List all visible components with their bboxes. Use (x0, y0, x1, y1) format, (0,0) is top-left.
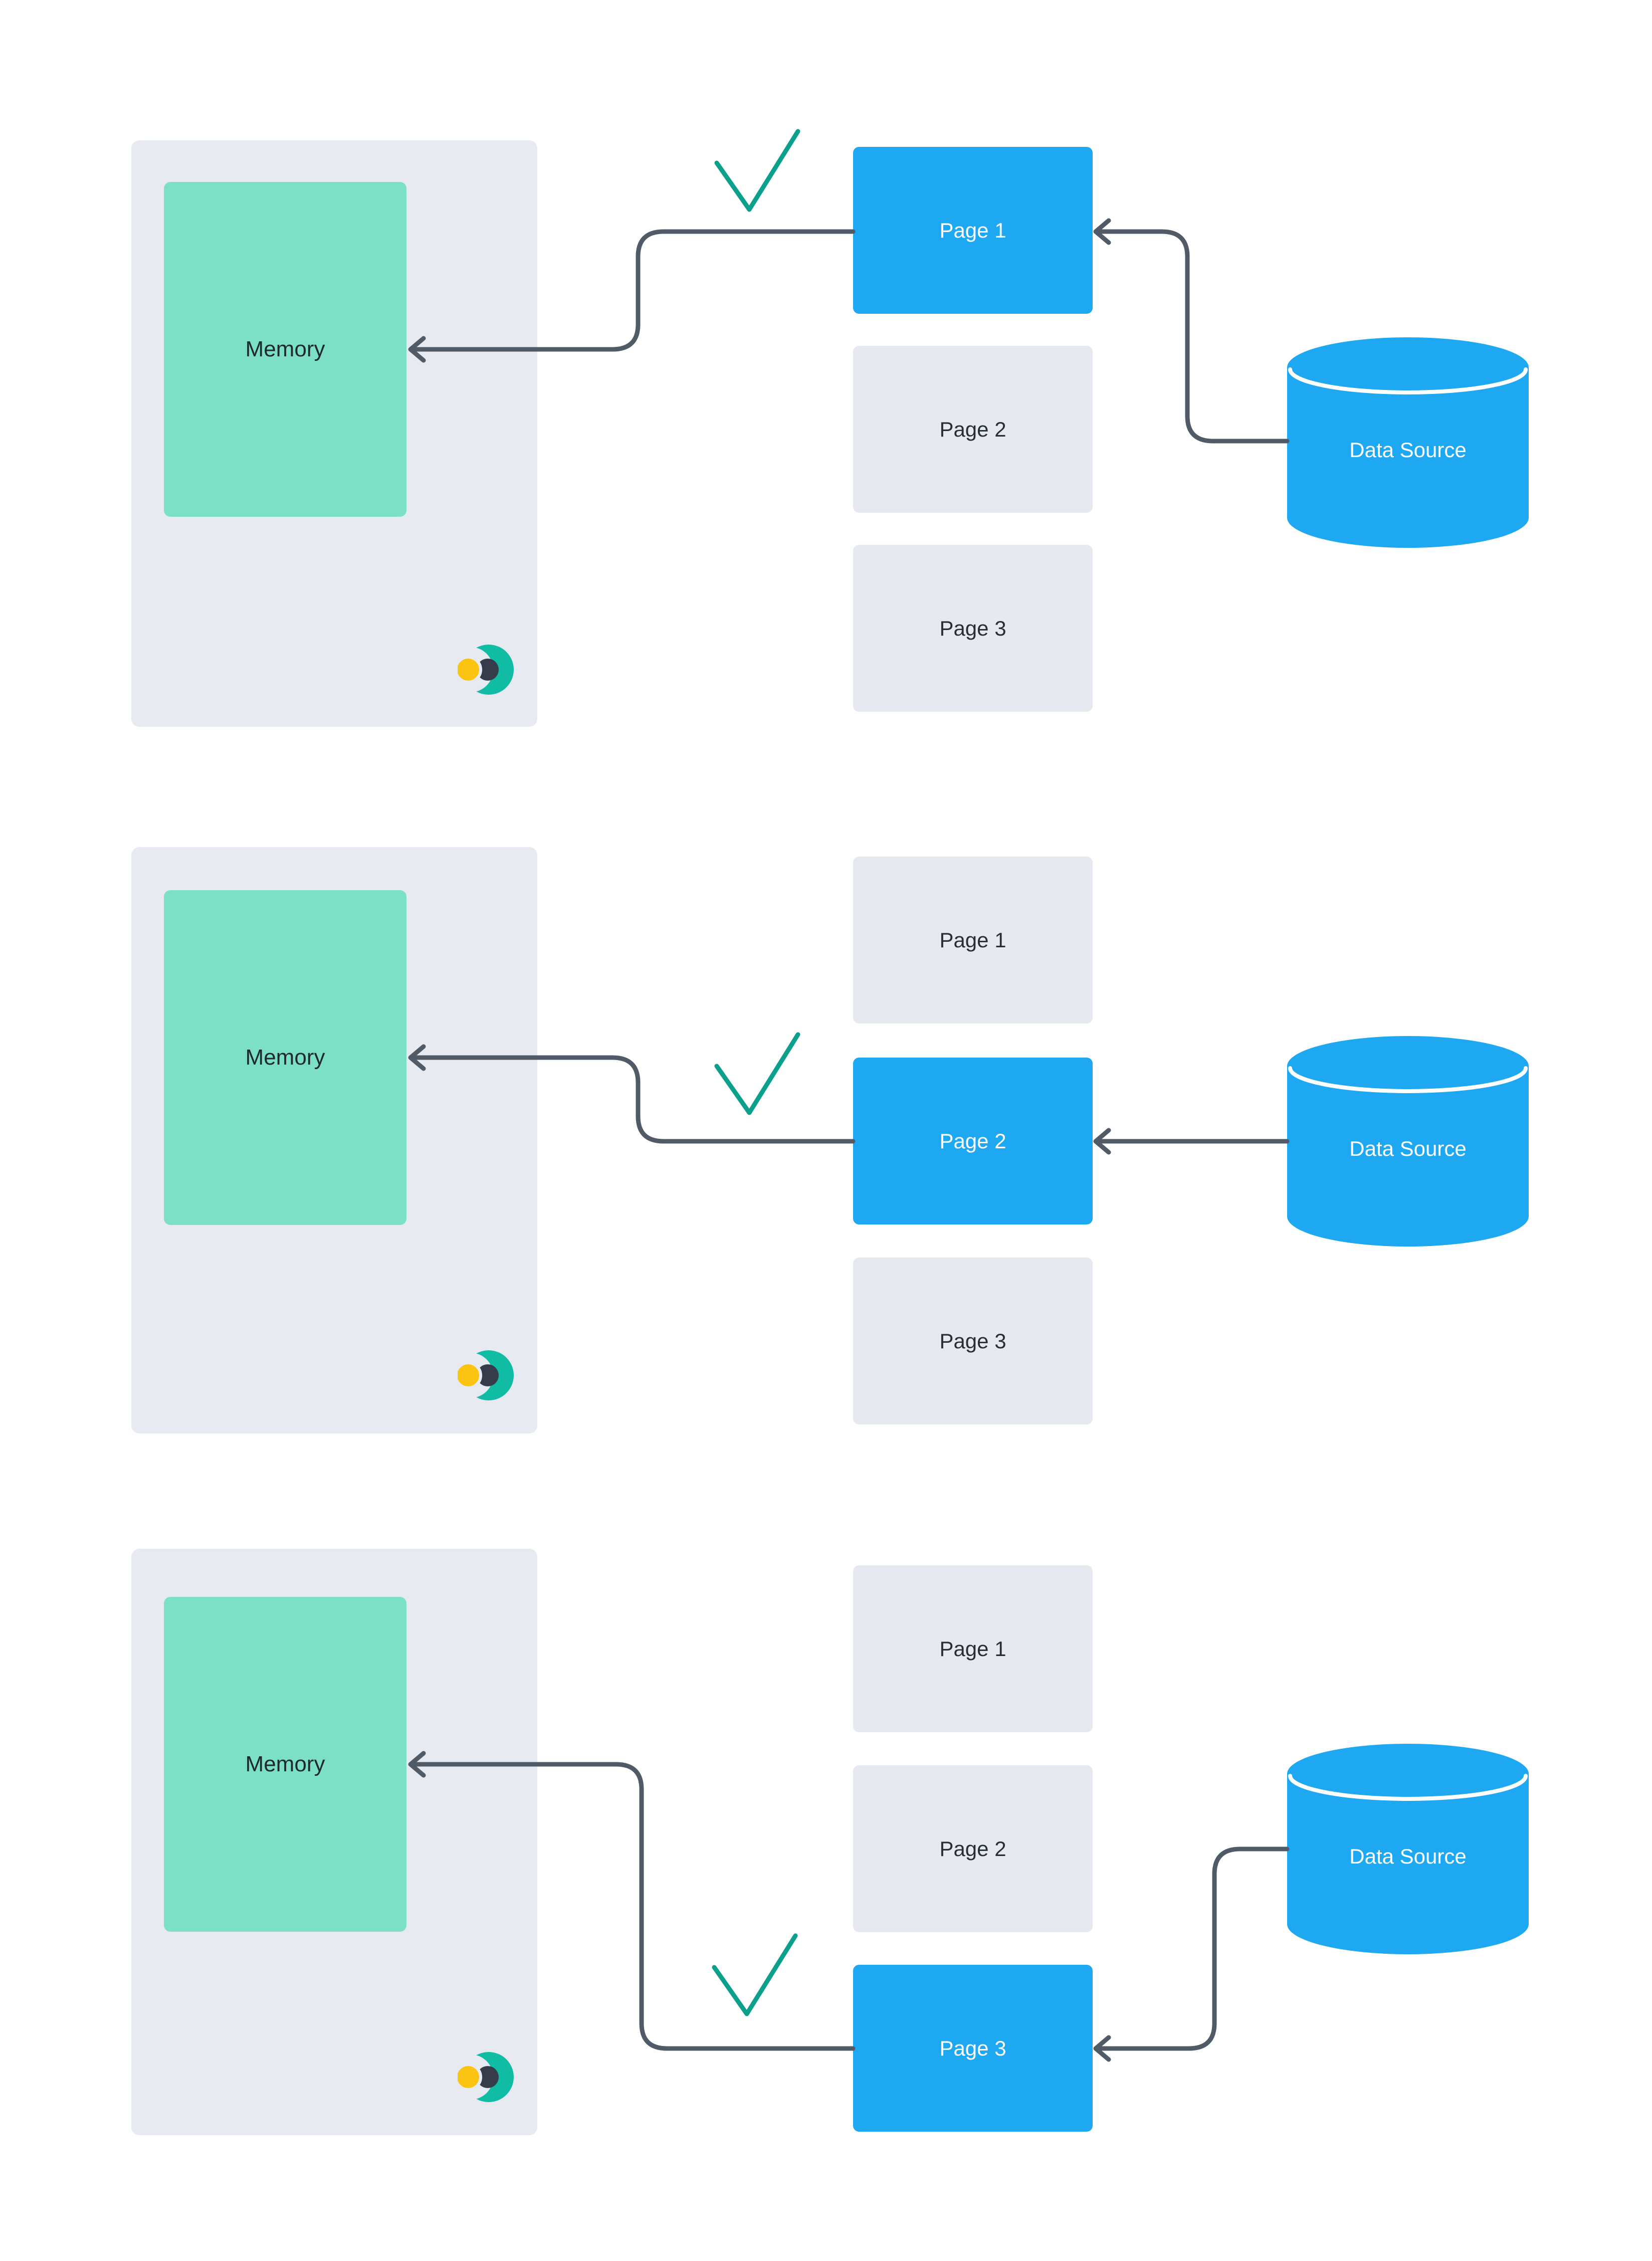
page-box-1: Page 1 (853, 857, 1093, 1023)
data-source-label: Data Source (1349, 438, 1467, 462)
arrow-left-icon (1093, 218, 1111, 245)
data-source-label: Data Source (1349, 1137, 1467, 1160)
page-box-3-active: Page 3 (853, 1965, 1093, 2132)
memory-label: Memory (245, 1752, 325, 1776)
page-box-3: Page 3 (853, 1258, 1093, 1424)
check-icon (714, 129, 800, 212)
page-label: Page 3 (939, 616, 1006, 640)
page-box-3: Page 3 (853, 545, 1093, 712)
memory-box: Memory (164, 182, 406, 517)
memory-label: Memory (245, 1045, 325, 1070)
data-source-label: Data Source (1349, 1844, 1467, 1868)
database-cylinder-icon (1287, 1036, 1529, 1247)
arrow-left-icon (1093, 1128, 1111, 1155)
page-box-1-active: Page 1 (853, 147, 1093, 314)
data-source: Data Source (1287, 1744, 1529, 1954)
arrow-datasource-to-page3 (1098, 1846, 1290, 2051)
arrow-datasource-to-page1 (1098, 229, 1290, 444)
crescent-logo-icon (458, 645, 514, 695)
page-label: Page 2 (939, 1836, 1006, 1861)
check-icon (714, 1032, 800, 1115)
page-label: Page 1 (939, 928, 1006, 952)
database-cylinder-icon (1287, 1744, 1529, 1954)
page-label: Page 3 (939, 1329, 1006, 1353)
memory-box: Memory (164, 1597, 406, 1932)
crescent-logo-icon (458, 1350, 514, 1400)
page-box-2: Page 2 (853, 1765, 1093, 1932)
page-label: Page 1 (939, 1636, 1006, 1661)
page-box-2: Page 2 (853, 346, 1093, 513)
page-box-1: Page 1 (853, 1565, 1093, 1732)
memory-box: Memory (164, 890, 406, 1225)
data-source: Data Source (1287, 1036, 1529, 1247)
page-label: Page 1 (939, 218, 1006, 242)
page-box-2-active: Page 2 (853, 1058, 1093, 1224)
memory-label: Memory (245, 337, 325, 361)
database-cylinder-icon (1287, 337, 1529, 548)
page-label: Page 2 (939, 1129, 1006, 1153)
page-label: Page 3 (939, 2036, 1006, 2060)
arrow-left-icon (1093, 2035, 1111, 2062)
page-label: Page 2 (939, 417, 1006, 441)
data-source: Data Source (1287, 337, 1529, 548)
crescent-logo-icon (458, 2052, 514, 2102)
check-icon (712, 1933, 798, 2016)
